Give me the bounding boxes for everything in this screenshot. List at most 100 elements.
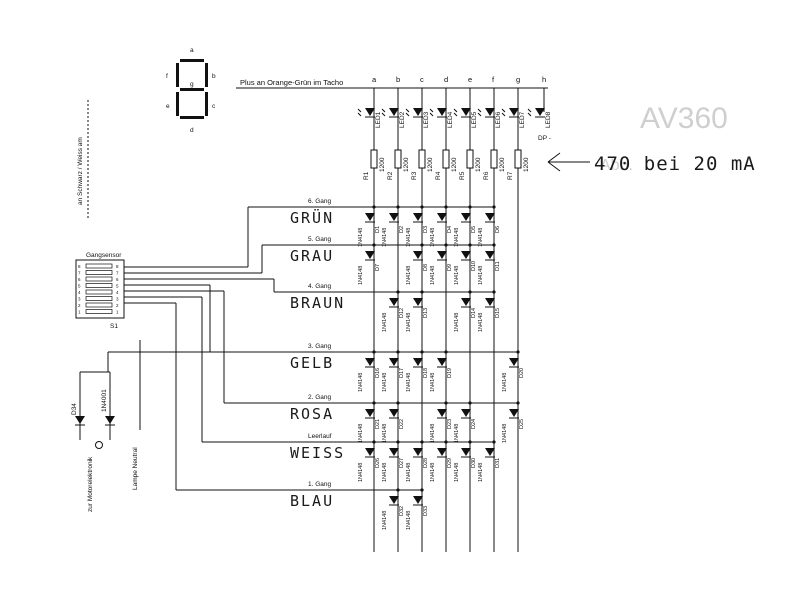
gear-label-6: Leerlauf (308, 433, 332, 440)
segment-label-d: d (190, 127, 194, 134)
resistor-name-r3: R3 (411, 171, 418, 180)
diode-part-d16: 1N4148 (358, 373, 364, 392)
diode-ref-d23: D23 (447, 419, 453, 429)
sensor-pin-out-6: 6 (116, 277, 119, 282)
resistor-name-r7: R7 (507, 171, 514, 180)
gear-color-5: ROSA (290, 405, 334, 423)
diode-part-d21: 1N4148 (358, 424, 364, 443)
column-header-e: e (468, 75, 472, 84)
diode-part-d13: 1N4148 (406, 313, 412, 332)
diode-ref-d32: D32 (399, 506, 405, 516)
diode-part-d18: 1N4148 (406, 373, 412, 392)
diode-ref-d21: D21 (375, 419, 381, 429)
gear-label-3: 4. Gang (308, 283, 332, 290)
resistor-value-r7: 1200 (523, 157, 530, 172)
column-header-b: b (396, 75, 400, 84)
sensor-pin-1: 1 (78, 310, 81, 315)
sensor-title: Gangsensor (86, 252, 122, 259)
gear-color-7: BLAU (290, 492, 334, 510)
resistor-value-r4: 1200 (451, 157, 458, 172)
diode-ref-d10: D10 (471, 261, 477, 271)
led-5: LED5 (453, 108, 478, 128)
left-vertical-label: an Schwarz / Weiss am (77, 137, 84, 205)
diode-part-d17: 1N4148 (382, 373, 388, 392)
sensor-switch-8 (85, 263, 113, 269)
diode-part-d8: 1N4148 (406, 266, 412, 285)
column-header-d: d (444, 75, 448, 84)
led-7: LED7 (501, 108, 526, 128)
led-label-8: LED8 (545, 111, 552, 128)
sensor-pin-out-8: 8 (116, 264, 119, 269)
resistor-value-r6: 1200 (499, 157, 506, 172)
sensor-pin-out-1: 1 (116, 310, 119, 315)
resistor-row: R11200R21200R31200R41200R51200R61200R712… (363, 149, 530, 180)
diode-part-d2: 1N4148 (382, 228, 388, 247)
sensor-switch-7 (85, 270, 113, 275)
diode-ref-d15: D15 (495, 308, 501, 318)
diode-ref-d31: D31 (495, 458, 501, 468)
motor-diode: D34 1N4001 zur Motorelektronik (71, 371, 115, 512)
diode-ref-d25: D25 (519, 419, 525, 429)
diode-ref-d26: D26 (375, 458, 381, 468)
led-1: LED1 (357, 108, 382, 128)
sensor-switch-5 (85, 283, 113, 288)
sensor-pin-7: 7 (78, 271, 81, 276)
diode-d8: 1N4148 D8 (406, 243, 429, 285)
motor-connector (95, 441, 103, 449)
gear-label-5: 2. Gang (308, 394, 332, 401)
led-6: LED6 (477, 108, 502, 128)
gear-label-7: 1. Gang (308, 481, 332, 488)
segment-label-e: e (166, 103, 170, 110)
sensor-switch-3 (85, 296, 113, 301)
diode-ref-d34: D34 (71, 403, 78, 415)
diode-ref-d14: D14 (471, 308, 477, 318)
ghost-text-2: Abb. (600, 157, 633, 174)
segment-label-a: a (190, 47, 194, 54)
lamp-label: Lampe Neutral (132, 447, 139, 490)
resistor-value-r5: 1200 (475, 157, 482, 172)
supply-label: Plus an Orange-Grün im Tacho (240, 78, 343, 87)
sensor-pin-5: 5 (78, 284, 81, 289)
gear-color-1: GRÜN (290, 208, 334, 227)
segment-label-c: c (212, 103, 216, 110)
diode-ref-d20: D20 (519, 368, 525, 378)
resistor-value-r1: 1200 (379, 157, 386, 172)
diode-part-d11: 1N4148 (478, 266, 484, 285)
diode-part-d4: 1N4148 (430, 228, 436, 247)
led-label-1: LED1 (375, 111, 382, 128)
led-label-5: LED5 (471, 111, 478, 128)
column-header-h: h (542, 75, 546, 84)
led-2: LED2 (381, 108, 406, 128)
diode-part-d19: 1N4148 (430, 373, 436, 392)
diode-part-d5: 1N4148 (454, 228, 460, 247)
diode-part-d9: 1N4148 (430, 266, 436, 285)
diode-ref-d18: D18 (423, 368, 429, 378)
diode-ref-d22: D22 (399, 419, 405, 429)
resistor-name-r2: R2 (387, 171, 394, 180)
diode-ref-d8: D8 (423, 264, 429, 271)
sensor-pin-2: 2 (78, 303, 81, 308)
diode-part-d1: 1N4148 (358, 228, 364, 247)
diode-part-d24: 1N4148 (454, 424, 460, 443)
gear-label-4: 3. Gang (308, 343, 332, 350)
